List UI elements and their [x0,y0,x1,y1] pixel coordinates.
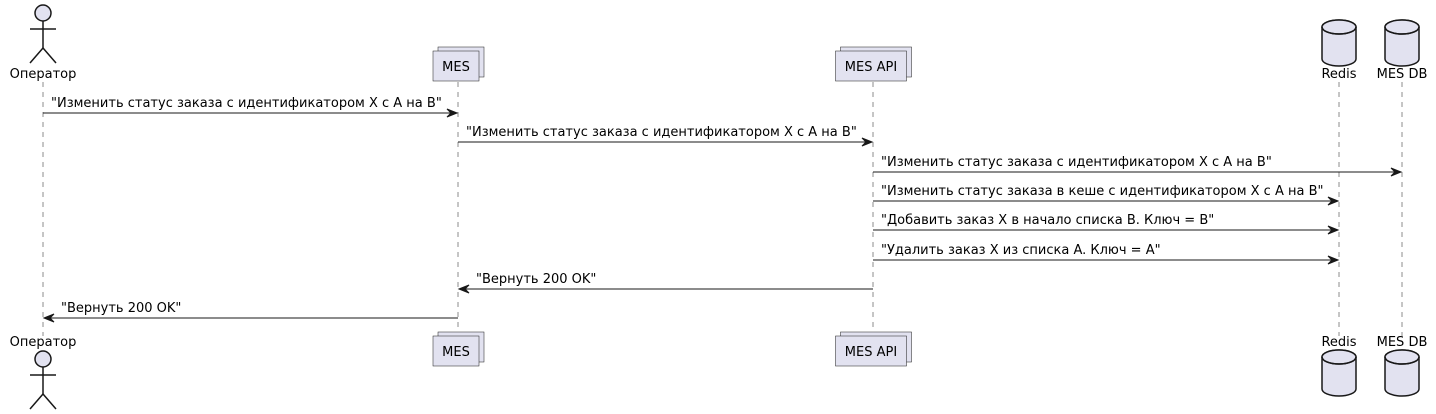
database-icon [1321,349,1357,397]
arrowhead-icon [446,108,459,118]
message-label: "Изменить статус заказа с идентификаторо… [881,155,1272,170]
message-arrow: "Удалить заказ X из списка A. Ключ = A" [873,243,1340,265]
arrowhead-icon [457,284,470,294]
participant-box-mes-api-top: MES API [835,46,912,82]
message-label: "Удалить заказ X из списка A. Ключ = A" [881,243,1161,258]
message-arrow: "Изменить статус заказа с идентификаторо… [43,96,459,118]
participant-label-redis: Redis [1321,67,1356,82]
participant-label-operator: Оператор [10,67,77,82]
message-label: "Добавить заказ X в начало списка B. Клю… [881,213,1214,228]
messages: "Изменить статус заказа с идентификаторо… [42,96,1403,323]
actor-icon [29,350,57,410]
message-arrow: "Изменить статус заказа с идентификаторо… [458,125,874,147]
message-label: "Изменить статус заказа с идентификаторо… [466,125,857,140]
actor-icon [29,4,57,64]
message-arrow: "Изменить статус заказа с идентификаторо… [873,155,1403,177]
arrowhead-icon [861,137,874,147]
arrowhead-icon [1390,167,1403,177]
participant-label-mes-api: MES API [845,60,897,75]
participant-label-mes: MES [442,60,470,75]
message-arrow: "Вернуть 200 OK" [457,272,873,294]
arrowhead-icon [1327,196,1340,206]
arrowhead-icon [1327,225,1340,235]
participant-label-mes: MES [442,345,470,360]
message-arrow: "Вернуть 200 OK" [42,301,458,323]
message-label: "Вернуть 200 OK" [476,272,596,287]
participants-top: Оператор MES MES API Redis MES DB [10,4,1428,82]
message-arrow: "Добавить заказ X в начало списка B. Клю… [873,213,1340,235]
message-label: "Вернуть 200 OK" [61,301,181,316]
participant-box-mes-bottom: MES [432,331,485,367]
message-label: "Изменить статус заказа с идентификаторо… [51,96,442,111]
message-arrow: "Изменить статус заказа в кеше с идентиф… [873,184,1340,206]
participant-label-redis: Redis [1321,335,1356,350]
database-icon [1384,19,1420,67]
participant-label-mes-db: MES DB [1377,335,1428,350]
participant-label-mes-api: MES API [845,345,897,360]
arrowhead-icon [42,313,55,323]
participant-label-operator: Оператор [10,335,77,350]
participant-box-mes-api-bottom: MES API [835,331,912,367]
participant-label-mes-db: MES DB [1377,67,1428,82]
database-icon [1384,349,1420,397]
arrowhead-icon [1327,255,1340,265]
participant-box-mes-top: MES [432,46,485,82]
message-label: "Изменить статус заказа в кеше с идентиф… [881,184,1323,199]
lifelines [42,82,1403,336]
database-icon [1321,19,1357,67]
